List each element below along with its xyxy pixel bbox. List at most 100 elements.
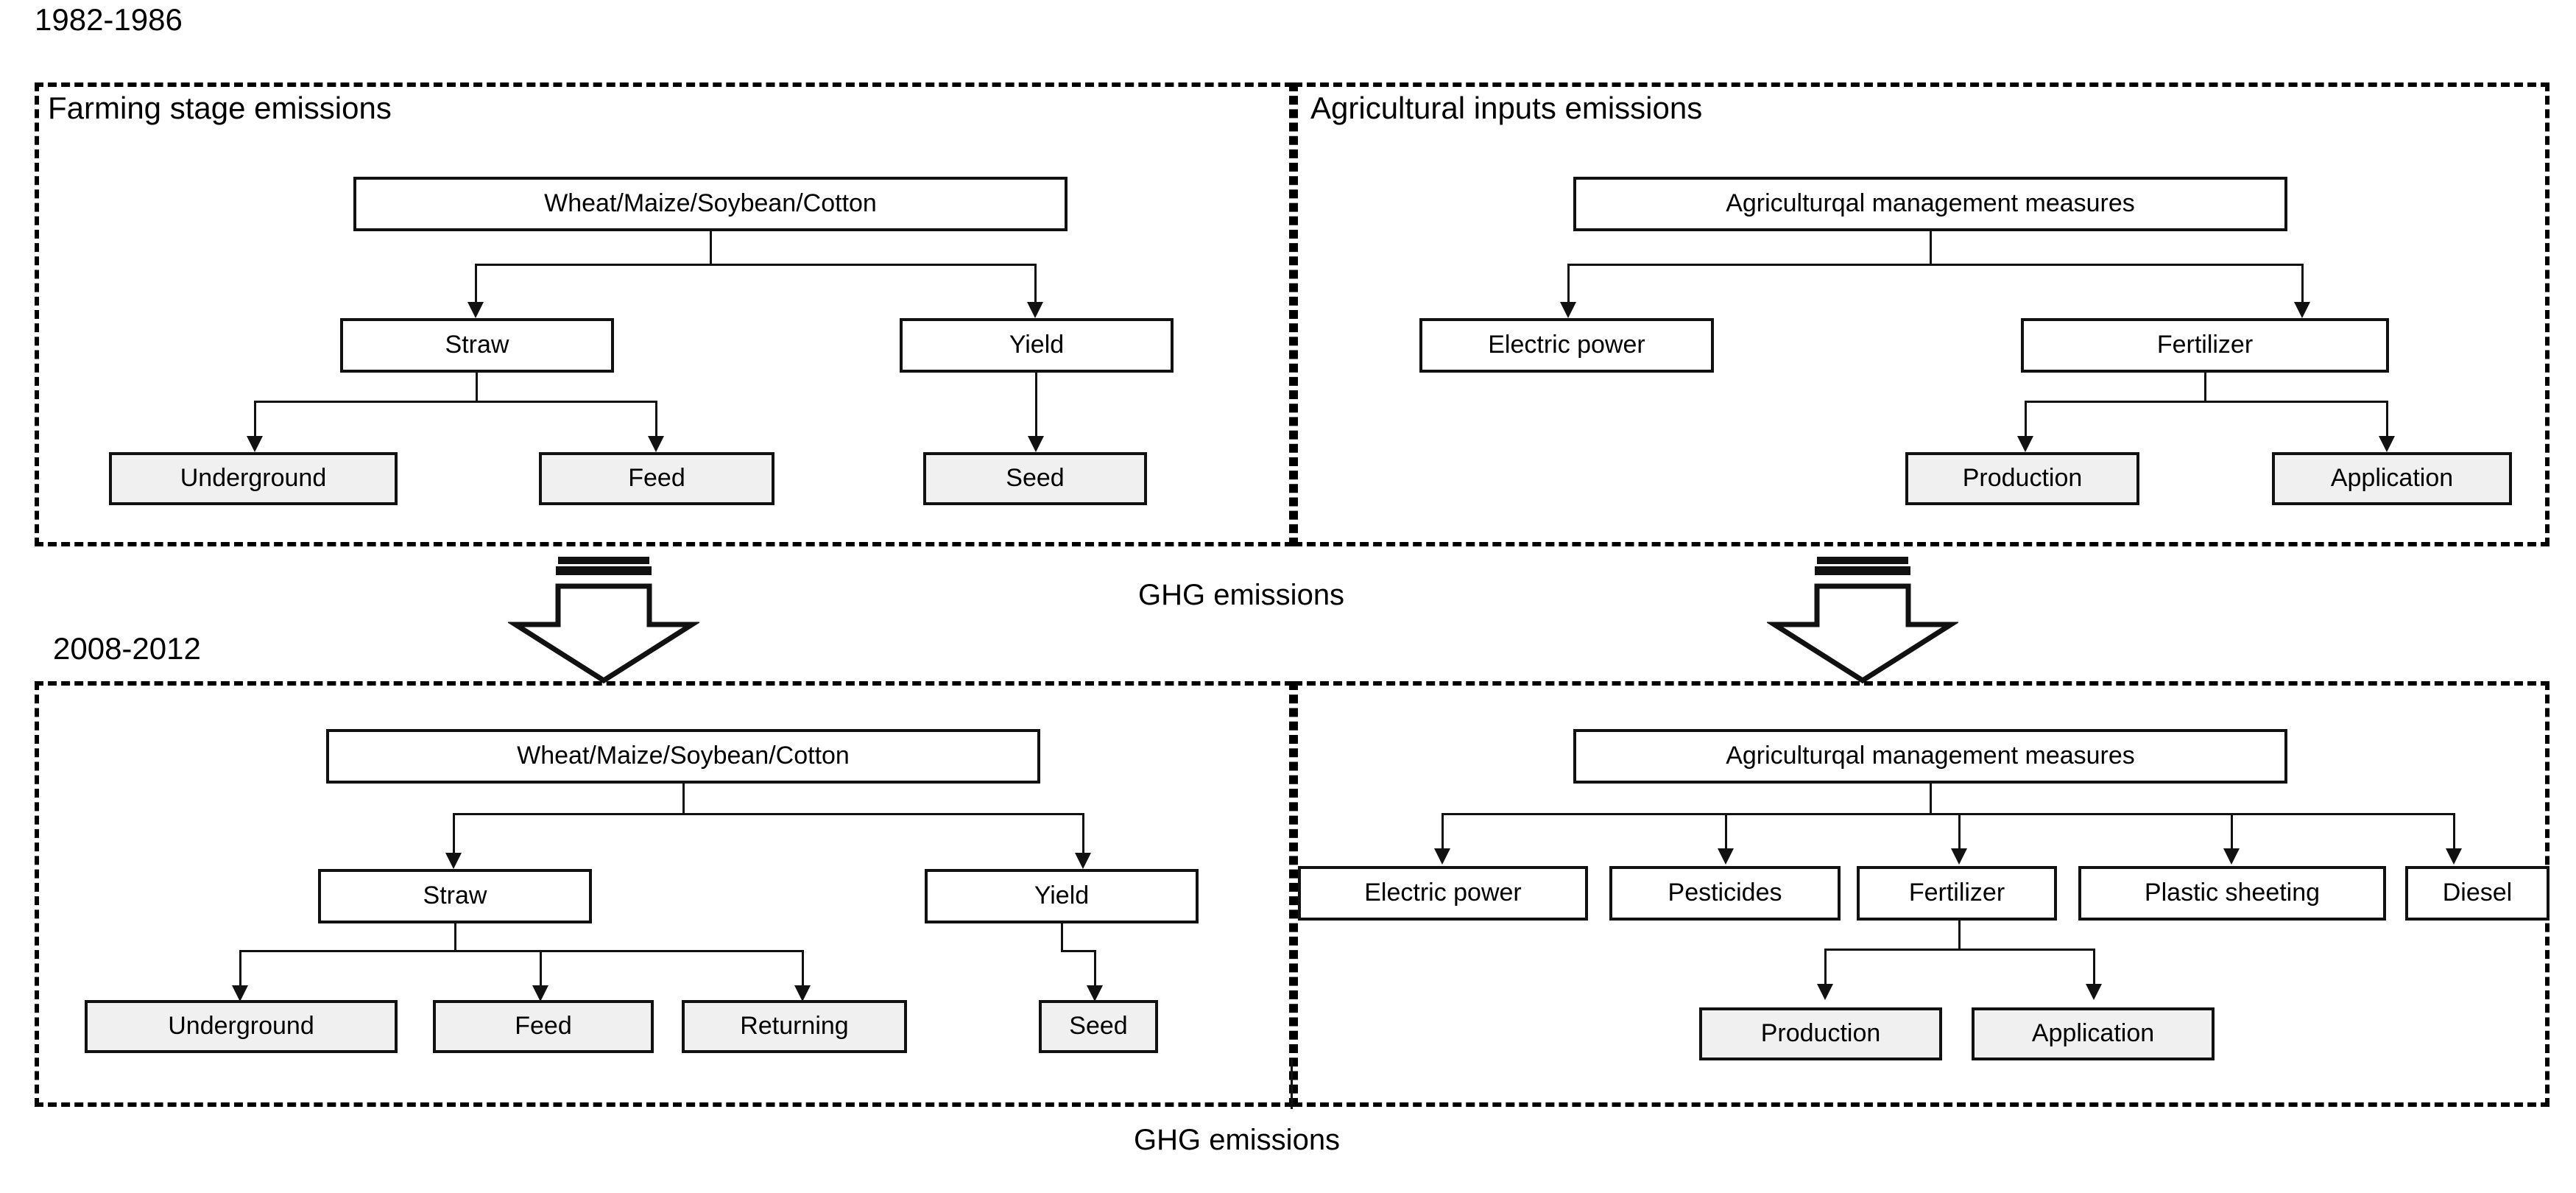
connector-drop [2231, 813, 2233, 851]
panel-agri-inputs-top [1294, 82, 2549, 546]
node-production-bottom[interactable]: Production [1699, 1007, 1942, 1060]
connector-drop [1094, 950, 1096, 988]
connector-bus [453, 813, 1084, 815]
node-application-top[interactable]: Application [2272, 452, 2512, 505]
connector-bus [239, 950, 804, 952]
node-pesticides-bottom[interactable]: Pesticides [1609, 866, 1841, 921]
arrowhead-icon [1434, 848, 1450, 865]
connector-drop [802, 950, 804, 988]
panel-farming-stage-bottom [35, 681, 1294, 1107]
node-yield-top[interactable]: Yield [900, 318, 1174, 373]
panel-farming-stage-top [35, 82, 1294, 546]
node-straw-bottom[interactable]: Straw [318, 869, 592, 923]
connector-stem [1958, 921, 1961, 950]
arrowhead-icon [445, 853, 462, 869]
node-underground-top[interactable]: Underground [109, 452, 398, 505]
era-label-bottom: 2008-2012 [53, 631, 201, 666]
node-crops-top[interactable]: Wheat/Maize/Soybean/Cotton [353, 177, 1068, 231]
connector-drop [2301, 264, 2304, 306]
arrowhead-icon [2086, 984, 2102, 1000]
connector-drop [1958, 813, 1961, 851]
connector-drop [2453, 813, 2455, 851]
connector-drop [239, 950, 241, 988]
arrowhead-icon [1817, 984, 1833, 1000]
node-seed-bottom[interactable]: Seed [1039, 1000, 1158, 1053]
node-electric-power-top[interactable]: Electric power [1419, 318, 1714, 373]
arrowhead-icon [2223, 848, 2240, 865]
connector-stem [2204, 373, 2206, 402]
connector-bottom-stem [1291, 1059, 1293, 1109]
arrowhead-icon [467, 302, 484, 318]
connector-bus [2025, 401, 2388, 403]
node-production-top[interactable]: Production [1905, 452, 2139, 505]
ghg-emissions-label-bottom: GHG emissions [1134, 1124, 1341, 1156]
connector-drop [1035, 373, 1037, 439]
connector-bus [254, 401, 657, 403]
connector-bus [1824, 949, 2095, 951]
node-fertilizer-bottom[interactable]: Fertilizer [1857, 866, 2057, 921]
node-management-bottom[interactable]: Agriculturqal management measures [1573, 729, 2287, 784]
arrowhead-icon [1718, 848, 1734, 865]
arrowhead-icon [1028, 436, 1044, 452]
arrowhead-icon [1087, 985, 1103, 1002]
connector-stem [1930, 784, 1932, 814]
connector-bus [1567, 264, 2304, 266]
connector-stem [682, 784, 685, 814]
arrowhead-icon [532, 985, 548, 1002]
arrowhead-icon [247, 436, 263, 452]
arrowhead-icon [1075, 853, 1091, 869]
arrowhead-icon [648, 436, 664, 452]
connector-drop [1725, 813, 1727, 851]
arrowhead-icon [232, 985, 248, 1002]
connector-drop [1441, 813, 1444, 851]
connector-stem [476, 373, 478, 402]
node-electric-power-bottom[interactable]: Electric power [1298, 866, 1588, 921]
arrowhead-icon [2379, 436, 2395, 452]
arrowhead-icon [2294, 302, 2310, 318]
node-plastic-sheeting-bottom[interactable]: Plastic sheeting [2078, 866, 2386, 921]
node-straw-top[interactable]: Straw [340, 318, 614, 373]
connector-stem [710, 231, 712, 265]
connector-drop [1034, 264, 1037, 306]
node-crops-bottom[interactable]: Wheat/Maize/Soybean/Cotton [326, 729, 1040, 784]
connector-stem [1061, 923, 1063, 951]
connector-drop [1082, 813, 1084, 856]
connector-drop [254, 401, 256, 439]
connector-bus [475, 264, 1036, 266]
arrowhead-icon [2446, 848, 2462, 865]
connector-drop [1567, 264, 1570, 306]
connector-drop [2025, 401, 2027, 439]
node-feed-bottom[interactable]: Feed [433, 1000, 654, 1053]
connector-drop [655, 401, 657, 439]
connector-bus [1441, 813, 2453, 815]
node-fertilizer-top[interactable]: Fertilizer [2021, 318, 2389, 373]
connector-stem [1930, 231, 1932, 265]
panel-title-agri-inputs: Agricultural inputs emissions [1310, 91, 1703, 125]
arrowhead-icon [1951, 848, 1967, 865]
node-management-top[interactable]: Agriculturqal management measures [1573, 177, 2287, 231]
connector-drop [453, 813, 455, 856]
connector-stem [454, 923, 456, 951]
node-feed-top[interactable]: Feed [539, 452, 774, 505]
connector-drop [475, 264, 477, 306]
block-arrow-right-icon [1767, 557, 1958, 683]
panel-title-farming-stage: Farming stage emissions [48, 91, 392, 125]
connector-drop [1824, 949, 1827, 987]
node-returning-bottom[interactable]: Returning [682, 1000, 907, 1053]
node-seed-top[interactable]: Seed [923, 452, 1147, 505]
node-underground-bottom[interactable]: Underground [85, 1000, 398, 1053]
arrowhead-icon [1560, 302, 1576, 318]
connector-drop [2386, 401, 2388, 439]
arrowhead-icon [2017, 436, 2033, 452]
ghg-emissions-label-middle: GHG emissions [1138, 579, 1345, 611]
arrowhead-icon [794, 985, 811, 1002]
connector-bus [1061, 950, 1096, 952]
node-application-bottom[interactable]: Application [1972, 1007, 2215, 1060]
arrowhead-icon [1027, 302, 1043, 318]
node-diesel-bottom[interactable]: Diesel [2405, 866, 2549, 921]
block-arrow-left-icon [508, 557, 699, 683]
era-label-top: 1982-1986 [35, 2, 183, 37]
node-yield-bottom[interactable]: Yield [925, 869, 1199, 923]
connector-drop [540, 950, 542, 988]
